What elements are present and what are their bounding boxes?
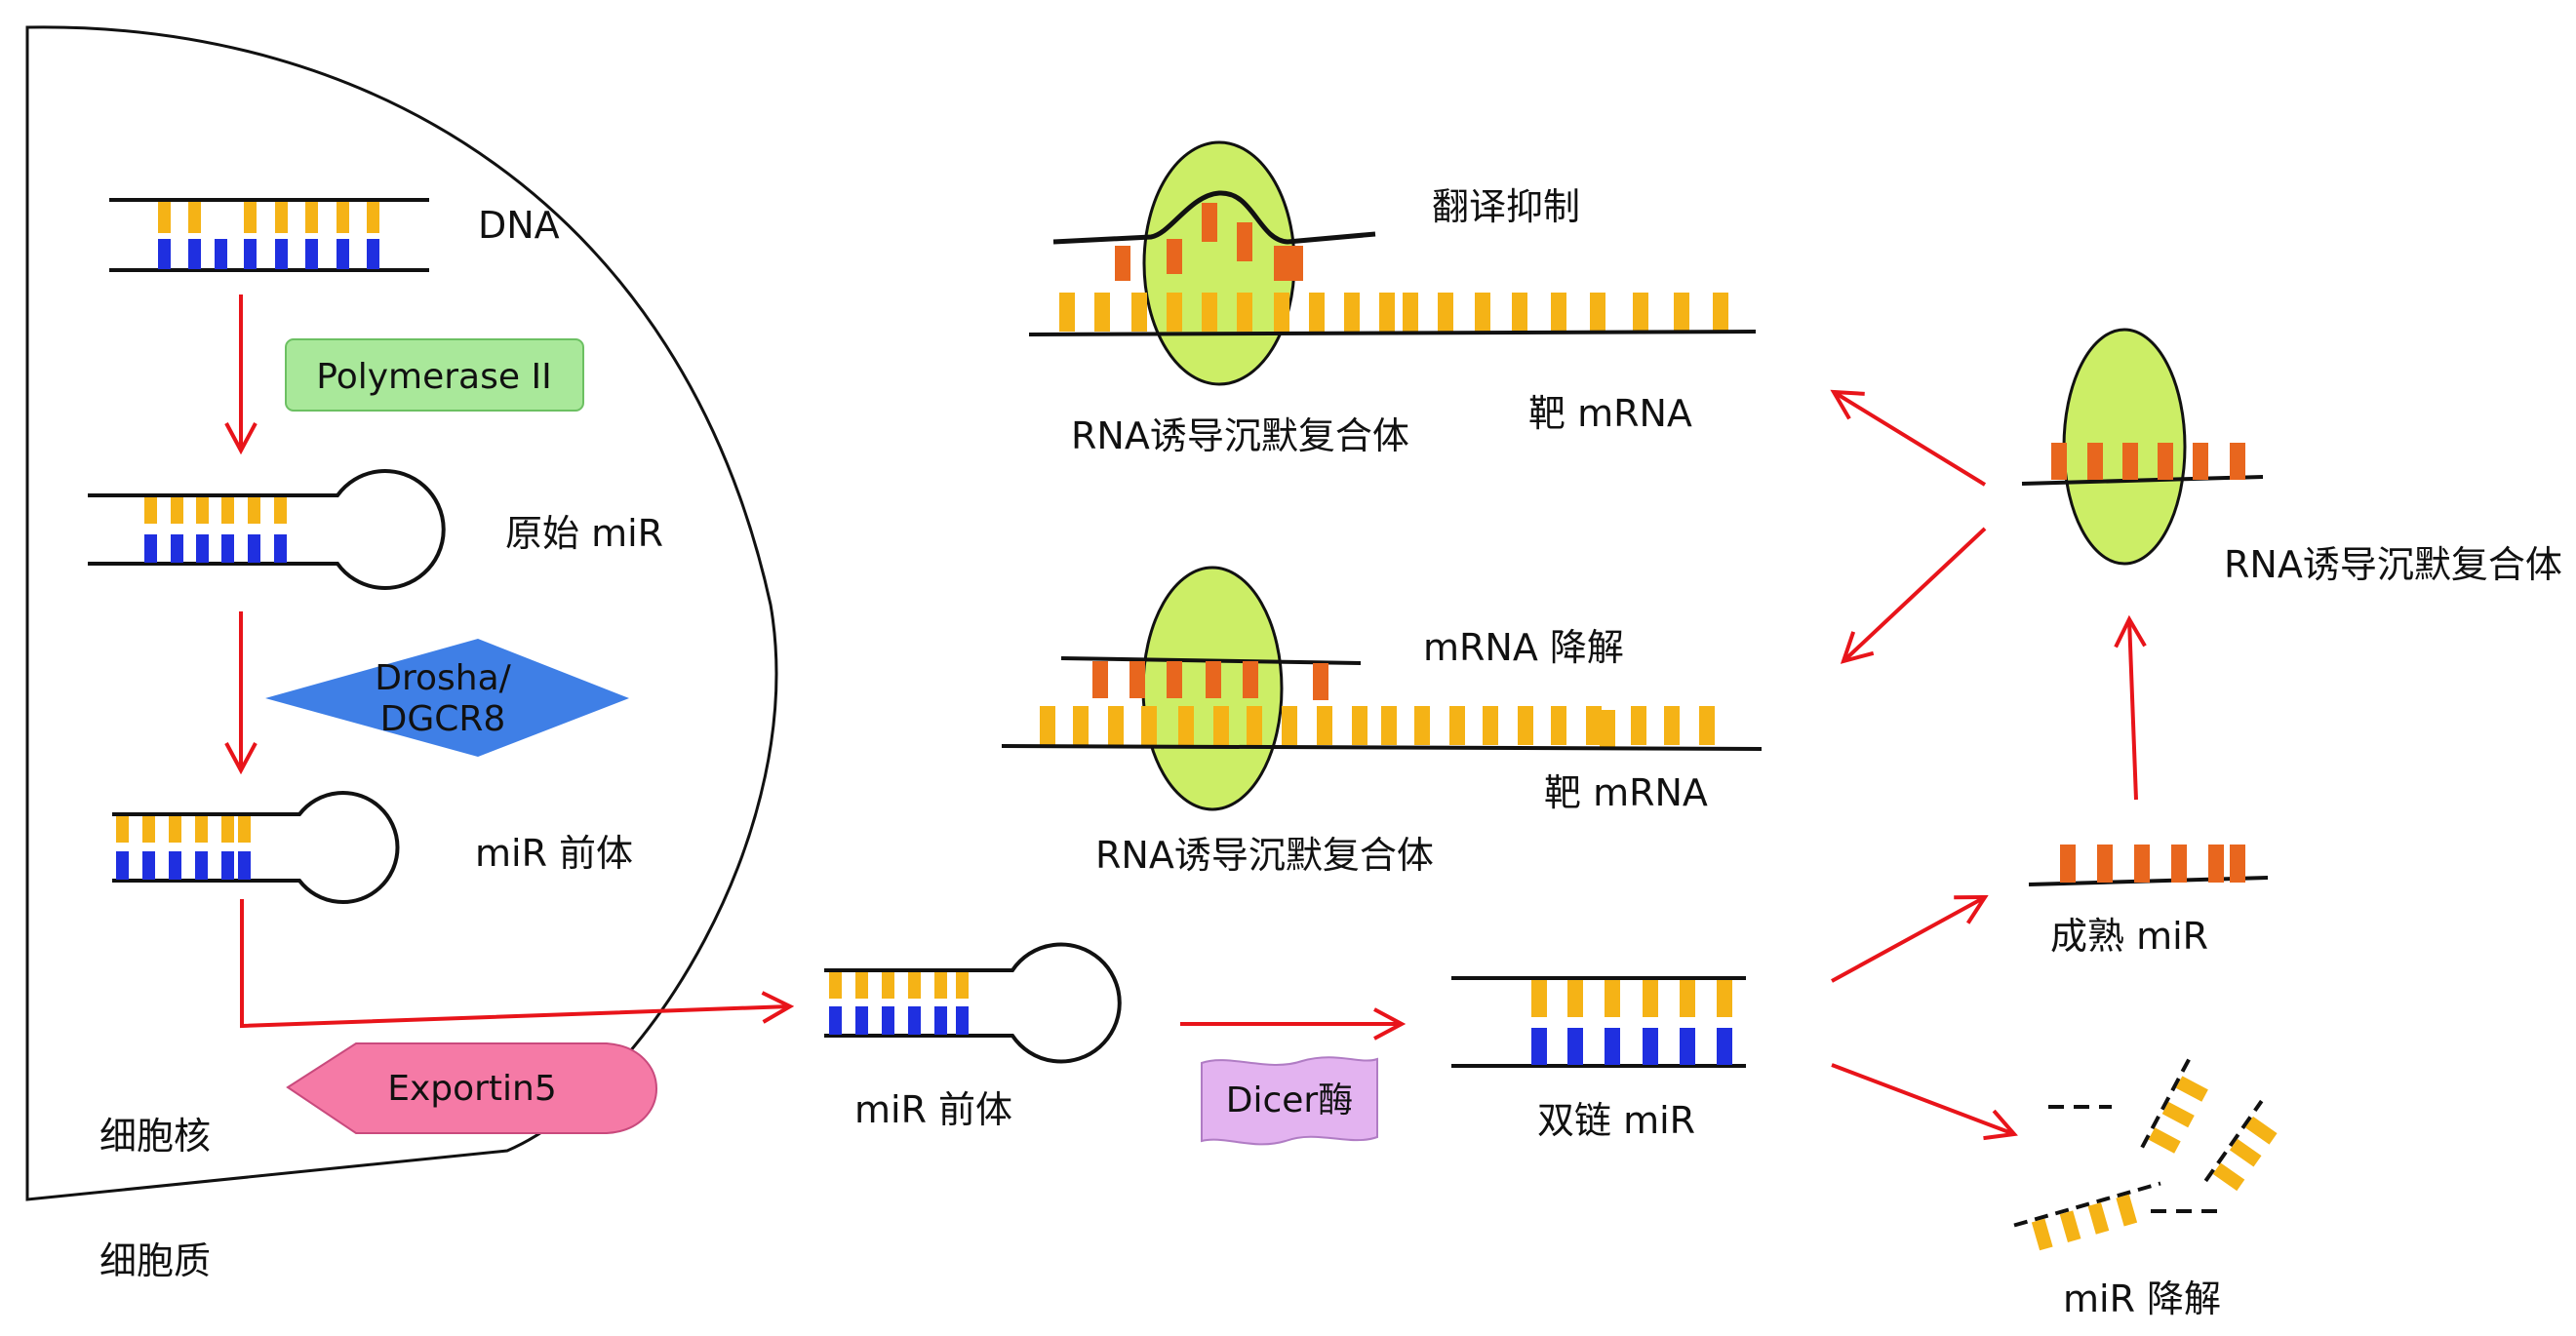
fragment-2 (2203, 1099, 2278, 1192)
target-mrna-mid-strand (1001, 744, 1763, 751)
mir-top-strand (1052, 190, 1376, 245)
mature-mir (2028, 845, 2269, 886)
drosha-label-line2: DGCR8 (380, 699, 506, 739)
mir-mid-strand (1060, 656, 1362, 665)
nucleus-boundary (25, 25, 778, 1201)
pri-mir-label: 原始 miR (505, 512, 663, 555)
target-mrna-top-strand (1028, 330, 1757, 336)
risc-mid-label: RNA诱导沉默复合体 (1095, 834, 1434, 877)
arrow-risc-to-repression (1834, 392, 1987, 487)
target-mrna-mid-bases (1040, 706, 1715, 749)
dicer-label: Dicer酶 (1226, 1081, 1353, 1120)
target-top-label: 靶 mRNA (1528, 392, 1692, 435)
pre-mir-nucleus-hairpin (112, 791, 400, 904)
translation-repression-label: 翻译抑制 (1432, 185, 1580, 228)
mature-label: 成熟 miR (2050, 915, 2208, 958)
cytoplasm-label: 细胞质 (99, 1239, 211, 1282)
exportin-shape (286, 1042, 657, 1134)
target-mid-label: 靶 mRNA (1544, 771, 1708, 814)
pre-mir-cytoplasm-hairpin (824, 942, 1122, 1064)
dna-yellow-bases (158, 202, 379, 233)
pri-mir-hairpin (88, 469, 446, 590)
risc-top-label: RNA诱导沉默复合体 (1071, 414, 1409, 457)
dna-double-strand (109, 198, 429, 272)
mir-degradation-fragments (2013, 1051, 2278, 1251)
arrow-export (240, 899, 790, 1029)
mrna-degradation-complex (1001, 566, 1763, 811)
mrna-degradation-label: mRNA 降解 (1423, 626, 1624, 669)
mir-degradation-label: miR 降解 (2063, 1277, 2221, 1320)
arrow-mature-to-risc (2129, 619, 2136, 801)
mir-mid-bases (1092, 661, 1328, 700)
polymerase-box (285, 338, 584, 412)
dna-label: DNA (478, 204, 560, 247)
exportin-label: Exportin5 (387, 1069, 557, 1109)
risc-right (2021, 328, 2264, 566)
dicer-shape (1201, 1056, 1378, 1146)
drosha-label-line1: Drosha/ (375, 658, 511, 698)
pre-mir-nucleus-label: miR 前体 (475, 832, 633, 875)
arrow-risc-to-mrna-degradation (1843, 527, 1987, 661)
duplex-mir (1451, 976, 1746, 1068)
arrow-duplex-to-mature (1831, 897, 1985, 983)
fragment-1 (2140, 1051, 2208, 1154)
dna-blue-bases (158, 239, 379, 269)
risc-right-label: RNA诱导沉默复合体 (2224, 543, 2562, 586)
drosha-diamond (265, 639, 629, 757)
duplex-label: 双链 miR (1537, 1099, 1695, 1142)
pre-mir-cytoplasm-label: miR 前体 (854, 1088, 1012, 1131)
fragment-3 (2013, 1181, 2161, 1251)
arrow-duplex-to-degradation (1831, 1063, 2014, 1134)
nucleus-label: 细胞核 (99, 1115, 211, 1158)
mir-top-bases (1115, 203, 1303, 281)
polymerase-label: Polymerase II (316, 357, 551, 397)
target-mrna-top-bases (1059, 293, 1728, 332)
translation-repression-complex (1028, 140, 1757, 386)
